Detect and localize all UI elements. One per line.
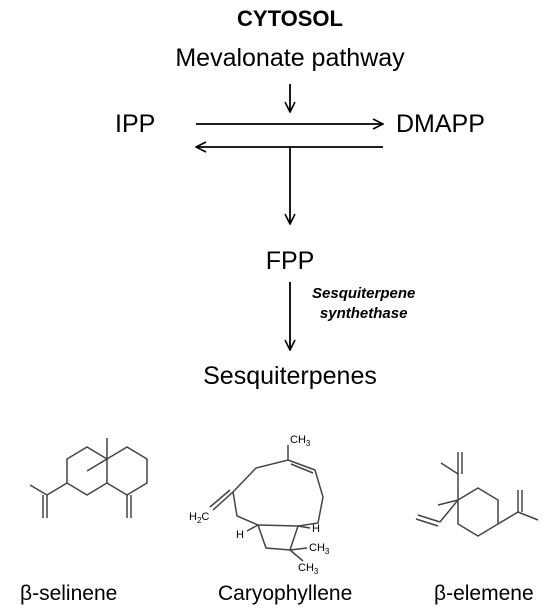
sesquiterpenes-label: Sesquiterpenes (203, 362, 377, 390)
structure-elemene (415, 452, 539, 537)
enzyme-line-2: synthethase (319, 305, 408, 323)
atom-h2c: H2C (189, 511, 209, 525)
compound-name-selinene: β-selinene (20, 582, 118, 605)
ipp-label: IPP (115, 110, 156, 138)
pathway-label: Mevalonate pathway (175, 44, 405, 72)
enzyme-label: Sesquiterpene synthethase (312, 284, 415, 325)
structure-selinene (29, 438, 148, 518)
atom-h-left: H (236, 529, 244, 541)
structure-caryophyllene (209, 445, 324, 562)
compound-name-caryophyllene: Caryophyllene (218, 582, 353, 605)
enzyme-line-1: Sesquiterpene (312, 285, 416, 302)
atom-h-right: H (312, 523, 320, 535)
dmapp-label: DMAPP (396, 110, 485, 138)
atom-ch3-right: CH3 (309, 542, 330, 556)
atom-ch3-bottom: CH3 (298, 562, 319, 576)
compound-name-elemene: β-elemene (434, 582, 534, 605)
caryophyllene-atom-labels: CH3 H2C H H CH3 CH3 (189, 434, 330, 576)
atom-ch3-top: CH3 (290, 434, 311, 448)
fpp-label: FPP (265, 247, 315, 275)
compartment-title: CYTOSOL (237, 6, 343, 31)
